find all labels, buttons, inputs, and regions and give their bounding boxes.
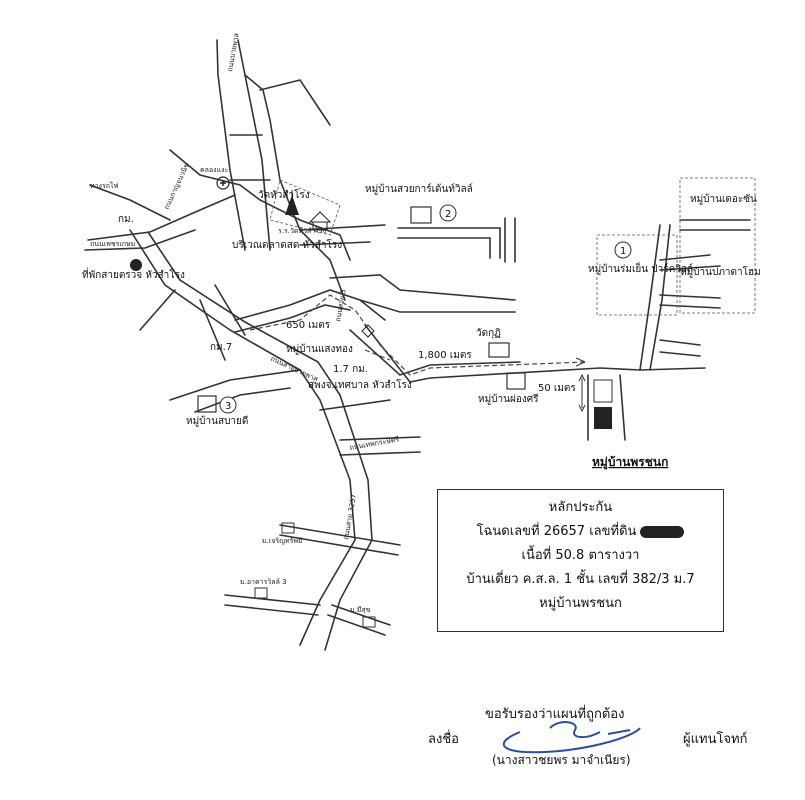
label-sabai-dee: หมู่บ้านสบายดี: [186, 415, 248, 427]
sabai-dee-square: [197, 395, 217, 413]
certification-title: ขอรับรองว่าแผนที่ถูกต้อง: [485, 707, 625, 722]
svg-text:3: 3: [225, 401, 231, 412]
svg-text:2: 2: [445, 209, 451, 220]
phongsri-square: [506, 372, 526, 390]
distance-1-7: 1.7 กม.: [333, 364, 368, 375]
label-small-5: ถนนสาย 3257: [342, 494, 358, 541]
road-label-khuan-lang: คลองแงะ: [200, 166, 229, 174]
label-pakarat: หมู่บ้านปภาดาโฮม: [680, 265, 761, 278]
signer-name: (นางสาวชยพร มาจำเนียร): [492, 753, 631, 767]
collateral-box: หลักประกัน โฉนดเลขที่ 26657 เลขที่ดิน เน…: [437, 489, 724, 632]
redacted-block: [640, 525, 685, 538]
route-line: [249, 294, 586, 376]
label-municipal: สพงจ.เทศบาล หัวสำโรง: [308, 378, 412, 391]
ruam-yen-boundary: [596, 234, 678, 316]
collateral-house: บ้านเดี่ยว ค.ส.ล. 1 ชั้น เลขที่ 382/3 ม.…: [466, 572, 695, 587]
label-pornchanok: หมู่บ้านพรชนก: [592, 455, 668, 470]
label-small-1: ม.เจริญทรัพย์: [262, 537, 302, 545]
label-wat-kuti: วัดกุฏิ: [476, 328, 501, 339]
collateral-title: หลักประกัน: [548, 500, 613, 515]
road-network: [84, 39, 751, 651]
label-km-a: กม.: [118, 214, 134, 225]
road-label-railway: ทางรถไฟ: [90, 181, 118, 190]
road-label-phetkasem: ถนนเพชรเกษม: [90, 240, 135, 248]
distance-50: 50 เมตร: [538, 383, 576, 394]
distance-1800: 1,800 เมตร: [418, 350, 472, 361]
sign-label: ลงชื่อ: [428, 732, 459, 747]
agent-role: ผู้แทนโจทก์: [683, 732, 748, 747]
property-marker: [594, 407, 612, 429]
sawan-square: [410, 206, 432, 224]
svg-text:1: 1: [620, 246, 626, 257]
collateral-area: เนื้อที่ 50.8 ตารางวา: [521, 548, 640, 563]
label-sawan-village: หมู่บ้านสวยการ์เด้นท์วิลล์: [365, 183, 473, 195]
collateral-deed: โฉนดเลขที่ 26657 เลขที่ดิน: [438, 520, 723, 544]
road-label-bypass: ถนนบายพาส: [226, 32, 241, 73]
the-sun-boundary: [679, 177, 756, 314]
label-the-sun: หมู่บ้านเดอะซัน: [690, 193, 757, 205]
hospital-icon: [216, 176, 230, 190]
marker-1: 1: [614, 241, 632, 259]
label-market: บริเวณตลาดสด หัวสำโรง: [232, 238, 342, 251]
label-police-box: ที่พักสายตรวจ หัวสำโรง: [82, 267, 185, 281]
marker-2: 2: [439, 204, 457, 222]
label-ruam-yen: หมู่บ้านร่มเย็น ปาร์ควิลล์: [588, 261, 693, 275]
label-wat-hat-samrong: วัดหัวสำโรง: [258, 188, 310, 201]
label-school: ร.ร.วัดหัวสำโรง: [278, 226, 326, 235]
distance-650: 650 เมตร: [286, 320, 331, 331]
marker-3: 3: [219, 396, 237, 414]
wat-kuti-square: [488, 342, 510, 358]
label-saeng-thong: หมู่บ้านแสงทอง: [286, 343, 353, 355]
road-label-kanjanawanit: ถนนกาญจนวนิช: [163, 162, 192, 211]
label-phongsri: หมู่บ้านผ่องศรี: [478, 393, 539, 405]
label-small-4: ถนนสาย 3: [334, 289, 348, 323]
temple-icon: [285, 190, 299, 215]
police-icon: [130, 259, 142, 271]
collateral-village: หมู่บ้านพรชนก: [539, 596, 622, 611]
label-small-3: ม.มีสุข: [350, 606, 371, 614]
signature: [502, 721, 641, 754]
label-small-2: ม.อาคารวิลล์ 3: [240, 578, 287, 586]
school-icon: [308, 211, 332, 231]
diamond-icon: [361, 324, 375, 338]
label-km-b: กม.7: [210, 342, 232, 353]
label-small-6: ถนนเทพกระษัตรี: [349, 435, 400, 452]
